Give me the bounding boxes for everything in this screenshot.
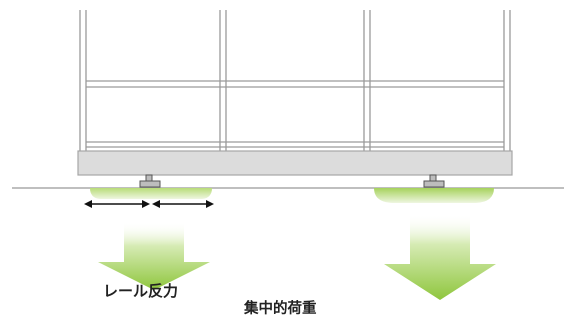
double-headed-arrow-icon	[152, 200, 214, 208]
load-pad-right	[374, 188, 494, 203]
base-beam	[77, 150, 513, 176]
load-pad-left	[90, 188, 212, 199]
wheel-support-icon	[423, 174, 445, 188]
down-arrow-icon	[384, 214, 496, 300]
rack-frame	[79, 10, 511, 151]
down-arrow-icon	[98, 222, 210, 290]
rail-reaction-label: レール反力	[103, 282, 179, 300]
double-headed-arrow-icon	[84, 200, 150, 208]
wheel-support-icon	[139, 174, 161, 188]
concentrated-load-label: 集中的荷重	[244, 301, 317, 317]
